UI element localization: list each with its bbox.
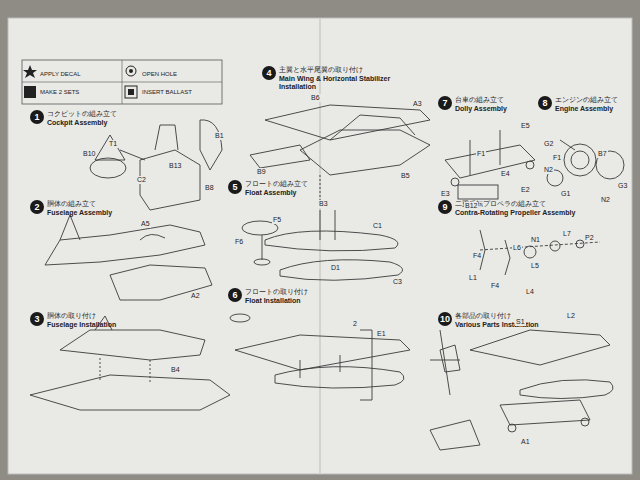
step-title-group: 胴体の組み立てFuselage Assembly	[47, 200, 112, 217]
step-number: 8	[538, 96, 552, 110]
step-number: 10	[438, 312, 452, 326]
step-header: 2胴体の組み立てFuselage Assembly	[30, 200, 112, 217]
part-label: B10	[82, 150, 96, 158]
part-label: G3	[617, 182, 628, 190]
legend-text: APPLY DECAL	[40, 71, 80, 78]
part-label: L5	[530, 262, 540, 270]
part-label: B13	[168, 162, 182, 170]
part-label: B8	[204, 184, 215, 192]
step-title-group: コクピットの組み立てCockpit Assembly	[47, 110, 117, 127]
part-label: A2	[190, 292, 201, 300]
part-label: F1	[552, 154, 562, 162]
step-title-group: 胴体の取り付けFuselage Installation	[47, 312, 116, 329]
step-title-group: フロートの取り付けFloat Installation	[245, 288, 308, 305]
step-header: 1コクピットの組み立てCockpit Assembly	[30, 110, 117, 127]
part-label: T1	[108, 140, 118, 148]
step-header: 3胴体の取り付けFuselage Installation	[30, 312, 116, 329]
part-label: F1	[476, 150, 486, 158]
part-label: C1	[372, 222, 383, 230]
part-label: L4	[525, 288, 535, 296]
step-title-en: Contra-Rotating Propeller Assembly	[455, 209, 575, 217]
part-label: E2	[520, 186, 531, 194]
step-number: 3	[30, 312, 44, 326]
part-label: F6	[234, 238, 244, 246]
step-title-jp: フロートの組み立て	[245, 180, 308, 189]
part-label: F5	[272, 216, 282, 224]
part-label: C2	[136, 176, 147, 184]
step-header: 8エンジンの組み立てEngine Assembly	[538, 96, 618, 113]
part-label: F4	[472, 252, 482, 260]
step-header: 6フロートの取り付けFloat Installation	[228, 288, 308, 305]
step-header: 9二重反転プロペラの組み立てContra-Rotating Propeller …	[438, 200, 575, 217]
legend-text: OPEN HOLE	[142, 71, 177, 78]
step-title-en: Dolly Assembly	[455, 105, 507, 113]
step-number: 9	[438, 200, 452, 214]
part-label: E4	[500, 170, 511, 178]
step-header: 5フロートの組み立てFloat Assembly	[228, 180, 308, 197]
step-header: 4主翼と水平尾翼の取り付けMain Wing & Horizontal Stab…	[262, 66, 429, 91]
step-title-group: 台車の組み立てDolly Assembly	[455, 96, 507, 113]
part-label: E5	[520, 122, 531, 130]
part-label: B1	[214, 132, 225, 140]
part-label: B5	[400, 172, 411, 180]
step-number: 5	[228, 180, 242, 194]
legend-text: MAKE 2 SETS	[40, 89, 79, 96]
part-label: S1	[515, 318, 526, 326]
part-label: B4	[170, 366, 181, 374]
step-title-group: フロートの組み立てFloat Assembly	[245, 180, 308, 197]
part-label: L6	[512, 244, 522, 252]
step-number: 1	[30, 110, 44, 124]
part-label: G2	[543, 140, 554, 148]
step-title-group: 各部品の取り付けVarious Parts Installation	[455, 312, 539, 329]
part-label: B3	[318, 200, 329, 208]
part-label: A1	[520, 438, 531, 446]
step-number: 7	[438, 96, 452, 110]
legend-text: INSERT BALLAST	[142, 89, 192, 96]
part-label: C3	[392, 278, 403, 286]
part-label: N2	[543, 166, 554, 174]
part-label: F4	[490, 282, 500, 290]
step-number: 4	[262, 66, 276, 80]
part-label: B12	[464, 202, 478, 210]
step-title-jp: 主翼と水平尾翼の取り付け	[279, 66, 429, 75]
part-label: P2	[584, 234, 595, 242]
step-number: 6	[228, 288, 242, 302]
part-label: B6	[310, 94, 321, 102]
part-label: E3	[440, 190, 451, 198]
step-number: 2	[30, 200, 44, 214]
step-title-jp: 台車の組み立て	[455, 96, 507, 105]
part-label: N1	[530, 236, 541, 244]
step-title-jp: 胴体の組み立て	[47, 200, 112, 209]
step-title-jp: フロートの取り付け	[245, 288, 308, 297]
step-title-group: 主翼と水平尾翼の取り付けMain Wing & Horizontal Stabi…	[279, 66, 429, 91]
step-header: 7台車の組み立てDolly Assembly	[438, 96, 507, 113]
step-title-en: Engine Assembly	[555, 105, 618, 113]
part-label: L1	[468, 274, 478, 282]
step-title-en: Fuselage Assembly	[47, 209, 112, 217]
part-label: A5	[140, 220, 151, 228]
step-title-en: Fuselage Installation	[47, 321, 116, 329]
step-title-en: Float Assembly	[245, 189, 308, 197]
part-label: L2	[566, 312, 576, 320]
part-label: B7	[597, 150, 608, 158]
part-label: B9	[256, 168, 267, 176]
step-title-en: Various Parts Installation	[455, 321, 539, 329]
step-title-en: Cockpit Assembly	[47, 119, 117, 127]
part-label: N2	[600, 196, 611, 204]
part-label: A3	[412, 100, 423, 108]
step-title-en: Main Wing & Horizontal Stabilizer Instal…	[279, 75, 429, 91]
step-title-jp: 各部品の取り付け	[455, 312, 539, 321]
step-title-group: エンジンの組み立てEngine Assembly	[555, 96, 618, 113]
step-title-jp: 胴体の取り付け	[47, 312, 116, 321]
part-label: 2	[352, 320, 358, 328]
step-title-jp: コクピットの組み立て	[47, 110, 117, 119]
part-label: D1	[330, 264, 341, 272]
part-label: E1	[376, 330, 387, 338]
step-title-jp: エンジンの組み立て	[555, 96, 618, 105]
step-title-en: Float Installation	[245, 297, 308, 305]
part-label: G1	[560, 190, 571, 198]
part-label: L7	[562, 230, 572, 238]
